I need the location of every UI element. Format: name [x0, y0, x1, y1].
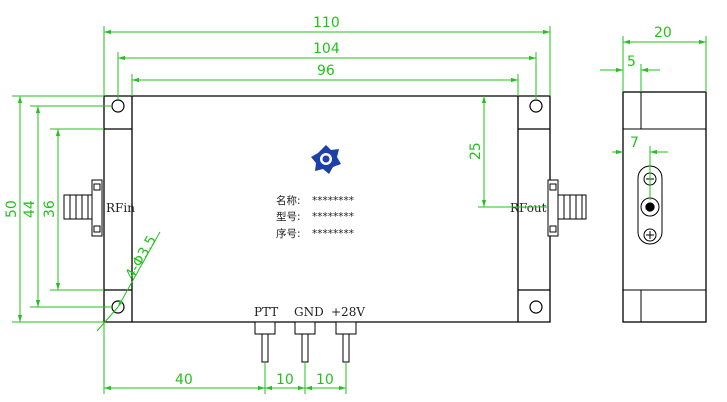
dim-hole-height: 44 [22, 200, 38, 218]
rf-in-label: RFin [106, 201, 135, 215]
pin-28v-label: +28V [331, 305, 365, 319]
front-view [103, 95, 551, 323]
dim-side-offset: 5 [627, 54, 636, 70]
nameplate-model-label: 型号: [276, 210, 301, 223]
nameplate: 名称: ******** 型号: ******** 序号: ******** [276, 194, 354, 240]
rf-out-label: RFout [510, 201, 547, 215]
nameplate-serial-label: 序号: [276, 227, 301, 240]
nameplate-name-value: ******** [312, 195, 354, 207]
dim-rfout-offset: 25 [468, 142, 484, 160]
company-logo-icon [311, 145, 341, 174]
dim-overall-width: 110 [313, 15, 340, 31]
rf-in-connector-icon [63, 179, 103, 237]
dim-connector-offset: 7 [630, 135, 639, 151]
body-outline [103, 95, 551, 323]
dim-pin-pitch-2: 10 [316, 372, 334, 388]
side-view [622, 91, 707, 323]
nameplate-model-value: ******** [312, 211, 354, 223]
dim-pin-from-edge: 40 [175, 372, 193, 388]
dim-hole-spacing: 104 [313, 41, 340, 57]
dim-hole-spec: 4-Φ3.5 [123, 233, 160, 282]
mounting-hole-icon [111, 99, 125, 113]
mounting-hole-icon [529, 99, 543, 113]
pin-28v-icon [335, 321, 357, 335]
dim-body-height: 36 [42, 200, 58, 218]
rf-out-connector-icon [547, 179, 587, 237]
dim-side-depth: 20 [654, 25, 672, 41]
nameplate-name-label: 名称: [276, 194, 301, 207]
pin-ptt-icon [254, 321, 276, 335]
dim-overall-height: 50 [4, 200, 20, 218]
nameplate-serial-value: ******** [312, 228, 354, 240]
dimension-lines [12, 26, 707, 394]
side-view-outline [622, 91, 707, 323]
side-screw-icon [643, 228, 657, 242]
pins [254, 321, 357, 363]
dim-body-width: 96 [317, 63, 335, 79]
pin-gnd-icon [294, 321, 316, 335]
pin-ptt-label: PTT [254, 305, 278, 319]
dim-pin-pitch-1: 10 [276, 372, 294, 388]
mounting-hole-icon [529, 300, 543, 314]
pin-gnd-label: GND [294, 305, 324, 319]
